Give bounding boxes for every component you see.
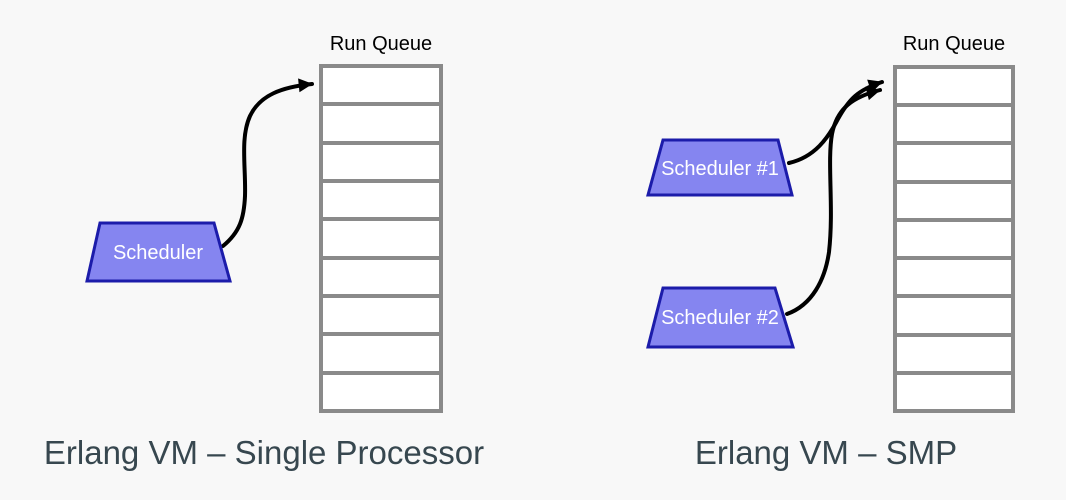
- scheduler-label: Scheduler: [113, 242, 203, 264]
- queue-cell: [323, 297, 439, 333]
- arrow-scheduler2-to-queue-icon: [785, 86, 882, 316]
- queue-cell: [897, 221, 1011, 257]
- queue-cell: [323, 374, 439, 409]
- scheduler-node-smp-2: Scheduler #2: [646, 286, 796, 349]
- queue-cell: [323, 336, 439, 371]
- queue-cell: [323, 106, 439, 141]
- queue-cell: [323, 182, 439, 218]
- scheduler-trapezoid: [646, 138, 794, 197]
- queue-cell: [897, 336, 1011, 371]
- queue-cell: [323, 144, 439, 179]
- caption-single-processor: Erlang VM – Single Processor: [43, 434, 485, 471]
- queue-cell: [897, 145, 1011, 180]
- queue-cell: [323, 221, 439, 256]
- queue-cell: [897, 69, 1011, 104]
- scheduler-1-label: Scheduler #1: [661, 158, 779, 180]
- queue-cell: [323, 68, 439, 103]
- caption-smp: Erlang VM – SMP: [694, 434, 958, 471]
- scheduler-trapezoid: [646, 286, 796, 349]
- run-queue-single: [319, 64, 443, 413]
- queue-cell: [897, 374, 1011, 409]
- scheduler-trapezoid: [85, 221, 232, 283]
- scheduler-2-label: Scheduler #2: [661, 307, 779, 329]
- arrow-scheduler1-to-queue-icon: [787, 79, 884, 165]
- arrow-scheduler-to-queue-icon: [221, 78, 314, 248]
- run-queue-label-smp: Run Queue: [902, 33, 1006, 55]
- queue-cell: [897, 107, 1011, 142]
- queue-cell: [897, 260, 1011, 295]
- scheduler-node-single: Scheduler: [85, 221, 232, 283]
- queue-cell: [897, 183, 1011, 218]
- queue-cell: [323, 259, 439, 294]
- run-queue-label-single: Run Queue: [329, 33, 433, 55]
- run-queue-smp: [893, 65, 1015, 413]
- scheduler-node-smp-1: Scheduler #1: [646, 138, 794, 197]
- queue-cell: [897, 298, 1011, 333]
